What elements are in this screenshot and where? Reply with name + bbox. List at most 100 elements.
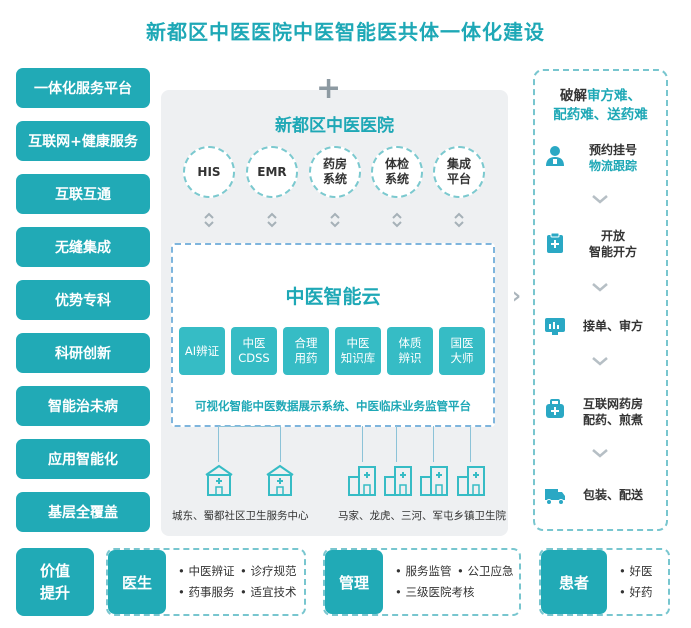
left-item-2: 互联互通: [16, 174, 150, 214]
step-line: 智能开方: [588, 245, 637, 259]
left-item-3: 无缝集成: [16, 227, 150, 267]
patient-tag: 患者: [541, 550, 607, 614]
hospital-building-icon: [348, 466, 376, 496]
cloud-module: 合理 用药: [283, 327, 329, 375]
doctor-tag: 医生: [108, 550, 166, 614]
system-pharmacy: 药房 系统: [309, 146, 361, 198]
doctor-icon: [546, 146, 564, 166]
module-label: 国医 大师: [450, 336, 474, 365]
benefit-item: • 服务监管: [395, 564, 452, 578]
doctor-benefits-group: 医生 • 中医辨证 • 诊疗规范 • 药事服务 • 适宜技术: [106, 548, 306, 616]
heading-prefix: 破解: [560, 88, 587, 104]
medicine-box-icon: [546, 399, 564, 418]
chevron-down-icon: [592, 195, 608, 204]
clinic-building-icon: [205, 464, 233, 496]
management-benefits-group: 管理 • 服务监管 • 公卫应急 • 三级医院考核: [323, 548, 521, 616]
hospital-building-icon: [420, 466, 448, 496]
module-label: 中医 CDSS: [238, 336, 270, 365]
diagram-title: 新都区中医医院中医智能医共体一体化建设: [146, 20, 545, 44]
cloud-subtitle: 可视化智能中医数据展示系统、中医临床业务监管平台: [195, 399, 471, 413]
step-4-text: 互联网药房 配药、煎煮: [572, 396, 654, 428]
system-checkup: 体检 系统: [371, 146, 423, 198]
chevron-right-icon: ›: [512, 284, 522, 309]
system-label: EMR: [257, 164, 287, 179]
up-down-chevron-icon: [330, 212, 340, 228]
chevron-down-icon: [592, 449, 608, 458]
left-item-4: 优势专科: [16, 280, 150, 320]
hospital-title: 新都区中医医院: [275, 116, 394, 136]
benefit-item: • 三级医院考核: [395, 585, 475, 599]
hospital-building-icon: [457, 466, 485, 496]
system-label: HIS: [197, 164, 221, 179]
up-down-chevron-icon: [204, 212, 214, 228]
module-label: 中医 知识库: [340, 336, 376, 365]
connector-line: [470, 426, 471, 462]
delivery-truck-icon: [545, 489, 565, 505]
connector-line: [433, 426, 434, 462]
left-item-7: 应用智能化: [16, 439, 150, 479]
step-line: 开放: [600, 229, 625, 243]
step-2-text: 开放 智能开方: [572, 228, 654, 260]
system-emr: EMR: [246, 146, 298, 198]
left-item-5: 科研创新: [16, 333, 150, 373]
module-label: 体质 辨识: [398, 336, 422, 365]
clinic-building-icon: [266, 464, 294, 496]
connector-line: [218, 426, 219, 462]
left-item-6: 智能治未病: [16, 386, 150, 426]
community-centers-label: 城东、蜀都社区卫生服务中心: [172, 510, 309, 522]
management-tag: 管理: [325, 550, 383, 614]
heading-teal-2: 配药难、送药难: [553, 107, 648, 123]
connector-line: [396, 426, 397, 462]
connector-line: [362, 426, 363, 462]
heading-teal-1: 审方难、: [587, 88, 641, 104]
step-1-text: 预约挂号 物流跟踪: [572, 142, 654, 174]
benefit-item: • 药事服务: [178, 585, 235, 599]
chevron-down-icon: [592, 283, 608, 292]
left-item-1: 互联网+健康服务: [16, 121, 150, 161]
system-integration: 集成 平台: [433, 146, 485, 198]
step-line: 包装、配送: [582, 488, 643, 502]
step-3-text: 接单、审方: [572, 318, 654, 334]
benefit-item: • 好医: [619, 564, 653, 578]
step-line-teal: 物流跟踪: [588, 159, 637, 173]
cloud-module: 中医 知识库: [335, 327, 381, 375]
cloud-title: 中医智能云: [285, 286, 381, 308]
cloud-module: 国医 大师: [439, 327, 485, 375]
hospital-building-icon: [384, 466, 412, 496]
system-label: 集成 平台: [446, 157, 471, 186]
benefit-item: • 公卫应急: [457, 564, 514, 578]
patient-benefits-group: 患者 • 好医 • 好药: [539, 548, 670, 616]
right-panel-heading: 破解审方难、 配药难、送药难: [533, 87, 668, 125]
patient-flow-panel: [533, 69, 668, 531]
benefit-item: • 好药: [619, 585, 653, 599]
township-hospitals-label: 马家、龙虎、三河、军屯乡镇卫生院: [338, 510, 506, 522]
connector-line: [218, 426, 281, 427]
step-line: 配药、煎煮: [582, 413, 643, 427]
up-down-chevron-icon: [392, 212, 402, 228]
system-label: 药房 系统: [322, 157, 347, 186]
cloud-module: 体质 辨识: [387, 327, 433, 375]
system-label: 体检 系统: [384, 157, 409, 186]
left-item-0: 一体化服务平台: [16, 68, 150, 108]
cloud-module: 中医 CDSS: [231, 327, 277, 375]
step-line: 接单、审方: [582, 319, 643, 333]
prescription-icon: [547, 232, 563, 253]
value-label: 价值 提升: [39, 562, 70, 602]
monitor-icon: [545, 318, 565, 335]
step-line: 互联网药房: [582, 397, 643, 411]
module-label: AI辨证: [184, 343, 220, 358]
left-item-8: 基层全覆盖: [16, 492, 150, 532]
system-his: HIS: [183, 146, 235, 198]
module-label: 合理 用药: [294, 336, 318, 365]
plus-icon: +: [316, 71, 342, 106]
benefit-item: • 中医辨证: [178, 564, 235, 578]
chevron-down-icon: [592, 357, 608, 366]
cloud-module: AI辨证: [179, 327, 225, 375]
step-line: 预约挂号: [588, 143, 637, 157]
benefit-item: • 适宜技术: [240, 585, 297, 599]
connector-line: [280, 426, 281, 462]
up-down-chevron-icon: [267, 212, 277, 228]
step-5-text: 包装、配送: [572, 487, 654, 503]
value-improvement-tag: 价值 提升: [16, 548, 94, 616]
up-down-chevron-icon: [454, 212, 464, 228]
